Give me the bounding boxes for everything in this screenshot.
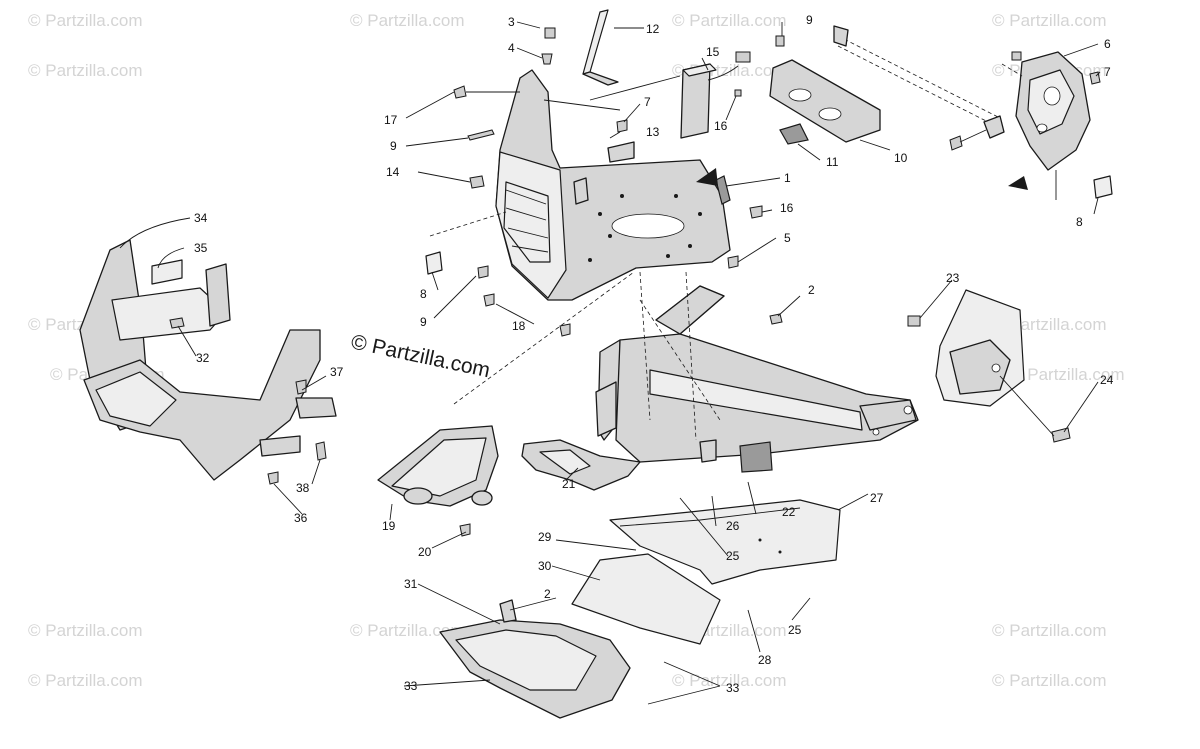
callout-8: 8 <box>1076 215 1083 229</box>
callout-9: 9 <box>420 315 427 329</box>
callout-7: 7 <box>644 95 651 109</box>
watermark: © Partzilla.com <box>992 11 1107 30</box>
callout-5: 5 <box>784 231 791 245</box>
main-frame <box>595 285 919 473</box>
callout-23: 23 <box>946 271 960 285</box>
hardware-small <box>425 27 1101 337</box>
part-31-skid <box>439 599 631 719</box>
callout-14: 14 <box>386 165 400 179</box>
part-15-module <box>680 51 751 139</box>
callout-13: 13 <box>646 125 660 139</box>
callout-35: 35 <box>194 241 208 255</box>
callout-12: 12 <box>646 22 660 36</box>
callout-38: 38 <box>296 481 310 495</box>
watermark: © Partzilla.com <box>992 621 1107 640</box>
part-21-bracket <box>521 439 641 491</box>
callout-24: 24 <box>1100 373 1114 387</box>
callout-37: 37 <box>330 365 344 379</box>
callout-6: 6 <box>1104 37 1111 51</box>
callout-34: 34 <box>194 211 208 225</box>
callout-11: 11 <box>826 155 839 169</box>
watermark: © Partzilla.com <box>992 671 1107 690</box>
callout-19: 19 <box>382 519 396 533</box>
callout-18: 18 <box>512 319 526 333</box>
watermark-main: © Partzilla.com <box>349 330 492 382</box>
callout-7: 7 <box>1104 65 1111 79</box>
part-10-plate <box>769 59 881 145</box>
callout-15: 15 <box>706 45 720 59</box>
part-27-skid <box>609 499 841 585</box>
callout-27: 27 <box>870 491 884 505</box>
callout-33: 33 <box>404 679 418 693</box>
callout-21: 21 <box>562 477 576 491</box>
callout-30: 30 <box>538 559 552 573</box>
callout-22: 22 <box>782 505 796 519</box>
callout-2: 2 <box>808 283 815 297</box>
callout-17: 17 <box>384 113 398 127</box>
callout-26: 26 <box>726 519 740 533</box>
part-34-bumper <box>79 239 337 485</box>
callout-10: 10 <box>894 151 908 165</box>
watermark: © Partzilla.com <box>672 671 787 690</box>
callout-9: 9 <box>806 13 813 27</box>
callout-20: 20 <box>418 545 432 559</box>
callout-9: 9 <box>390 139 397 153</box>
callout-8: 8 <box>420 287 427 301</box>
watermark: © Partzilla.com <box>28 671 143 690</box>
callout-16: 16 <box>714 119 728 133</box>
callout-labels: 3 4 12 15 16 9 10 11 6 7 8 7 13 17 9 14 … <box>194 13 1114 695</box>
part-1-housing <box>495 69 731 301</box>
part-12-fin <box>582 9 619 86</box>
leader-lines <box>119 21 1101 705</box>
watermark: © Partzilla.com <box>672 11 787 30</box>
callout-33: 33 <box>726 681 740 695</box>
callout-25: 25 <box>726 549 740 563</box>
part-dashed-bar <box>833 25 1001 129</box>
callout-29: 29 <box>538 530 552 544</box>
callout-4: 4 <box>508 41 515 55</box>
part-19-bracket <box>377 425 499 537</box>
callout-1: 1 <box>784 171 791 185</box>
watermark: © Partzilla.com <box>350 621 465 640</box>
callout-31: 31 <box>404 577 418 591</box>
callout-2: 2 <box>544 587 551 601</box>
watermark: © Partzilla.com <box>28 11 143 30</box>
callout-3: 3 <box>508 15 515 29</box>
callout-28: 28 <box>758 653 772 667</box>
watermark: © Partzilla.com <box>28 621 143 640</box>
watermark: © Partzilla.com <box>28 61 143 80</box>
watermark: © Partzilla.com <box>350 11 465 30</box>
part-6-bracket <box>949 51 1113 200</box>
part-30-plate <box>571 553 721 645</box>
callout-16: 16 <box>780 201 794 215</box>
callout-36: 36 <box>294 511 308 525</box>
part-23-bracket <box>907 289 1071 443</box>
callout-25: 25 <box>788 623 802 637</box>
watermark: © Partzilla.com <box>1010 365 1125 384</box>
callout-32: 32 <box>196 351 210 365</box>
